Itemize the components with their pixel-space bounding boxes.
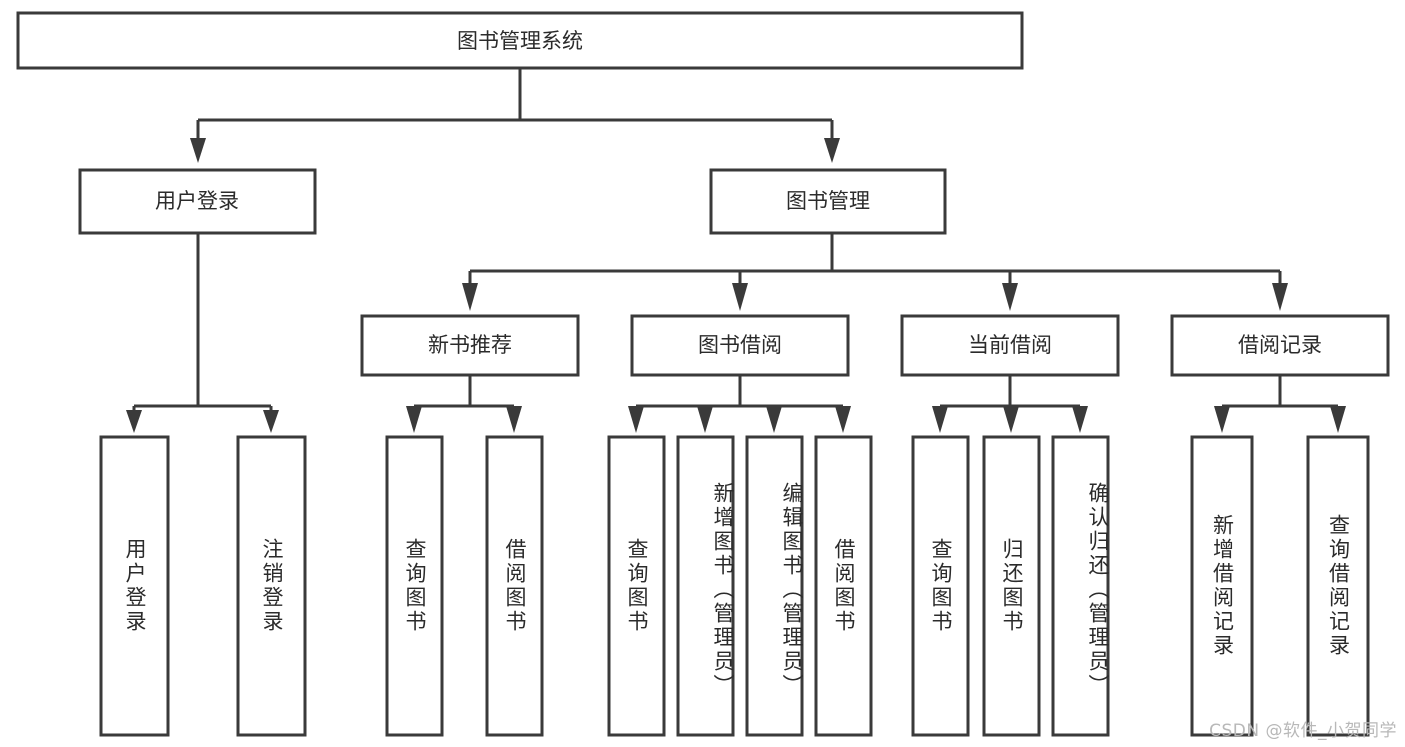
node-leaf-user-logout-label: 注销登录 — [260, 538, 284, 634]
arrowhead-leaf-query-book-3 — [932, 406, 948, 433]
node-borrow-record-label: 借阅记录 — [1238, 333, 1322, 357]
node-leaf-query-book-3-box[interactable] — [911, 435, 970, 737]
arrowhead-current-borrow — [1002, 283, 1018, 311]
arrowhead-leaf-query-book-1 — [406, 406, 422, 433]
node-leaf-query-record-label: 查询借阅记录 — [1326, 514, 1351, 658]
node-leaf-query-book-2-box[interactable] — [607, 435, 666, 737]
node-leaf-user-login-label: 用户登录 — [123, 538, 147, 634]
node-leaf-return-book-box[interactable] — [982, 435, 1041, 737]
node-leaf-query-record-box[interactable] — [1306, 435, 1370, 737]
node-book-borrow-box[interactable] — [630, 314, 850, 377]
arrowhead-book-borrow — [732, 283, 748, 311]
node-borrow-record-box[interactable] — [1170, 314, 1390, 377]
arrowhead-new-book-recommend — [462, 283, 478, 311]
arrowhead-leaf-user-logout — [263, 410, 279, 433]
node-user-login-label: 用户登录 — [155, 189, 239, 213]
node-current-borrow-box[interactable] — [900, 314, 1120, 377]
node-current-borrow-label: 当前借阅 — [968, 333, 1052, 357]
node-leaf-query-book-1-box[interactable] — [385, 435, 444, 737]
node-leaf-confirm-return-box[interactable] — [1051, 435, 1110, 737]
node-leaf-borrow-book-1-label: 借阅图书 — [503, 538, 527, 634]
node-leaf-add-record-box[interactable] — [1190, 435, 1254, 737]
node-leaf-borrow-book-1-box[interactable] — [485, 435, 544, 737]
node-leaf-user-login-box[interactable] — [99, 435, 170, 737]
arrowhead-borrow-record — [1272, 283, 1288, 311]
node-new-book-recommend-label: 新书推荐 — [428, 333, 512, 357]
node-book-manage-box[interactable] — [709, 168, 947, 235]
node-user-login-box[interactable] — [78, 168, 317, 235]
arrowhead-leaf-query-record — [1330, 406, 1346, 433]
node-layer: 图书管理系统 用户登录 图书管理 新书推荐 图书借阅 当前借阅 借阅记录 — [16, 11, 1390, 737]
node-leaf-add-book-box[interactable] — [676, 435, 735, 737]
node-leaf-query-book-2-label: 查询图书 — [625, 538, 649, 634]
arrowhead-user-login — [190, 138, 206, 163]
node-leaf-edit-book-box[interactable] — [745, 435, 804, 737]
node-leaf-borrow-book-2-label: 借阅图书 — [832, 538, 856, 634]
arrowhead-leaf-edit-book — [766, 406, 782, 433]
arrowhead-leaf-confirm-return — [1072, 406, 1088, 433]
node-leaf-borrow-book-2-box[interactable] — [814, 435, 873, 737]
node-leaf-add-book-label: 新增图书（管理员） — [711, 482, 735, 698]
node-leaf-add-record-label: 新增借阅记录 — [1210, 514, 1235, 658]
arrowhead-leaf-query-book-2 — [628, 406, 644, 433]
arrowhead-leaf-add-record — [1214, 406, 1230, 433]
connector-layer — [126, 68, 1346, 433]
node-book-manage-label: 图书管理 — [786, 189, 870, 213]
arrowhead-leaf-borrow-book-1 — [506, 406, 522, 433]
node-new-book-recommend-box[interactable] — [360, 314, 580, 377]
arrowhead-book-manage — [824, 138, 840, 163]
node-root-box[interactable] — [16, 11, 1024, 70]
node-leaf-confirm-return-label: 确认归还（管理员） — [1086, 482, 1110, 698]
node-leaf-return-book-label: 归还图书 — [1000, 538, 1024, 634]
node-leaf-query-book-3-label: 查询图书 — [929, 538, 953, 634]
node-root-label: 图书管理系统 — [457, 29, 583, 53]
node-book-borrow-label: 图书借阅 — [698, 333, 782, 357]
node-leaf-query-book-1-label: 查询图书 — [403, 538, 427, 634]
node-leaf-user-logout-box[interactable] — [236, 435, 307, 737]
arrowhead-leaf-return-book — [1003, 406, 1019, 433]
arrowhead-leaf-add-book — [697, 406, 713, 433]
node-leaf-edit-book-label: 编辑图书（管理员） — [780, 482, 804, 698]
arrowhead-leaf-borrow-book-2 — [835, 406, 851, 433]
csdn-watermark: CSDN @软件_小贺同学 — [1209, 721, 1397, 741]
arrowhead-leaf-user-login — [126, 410, 142, 433]
